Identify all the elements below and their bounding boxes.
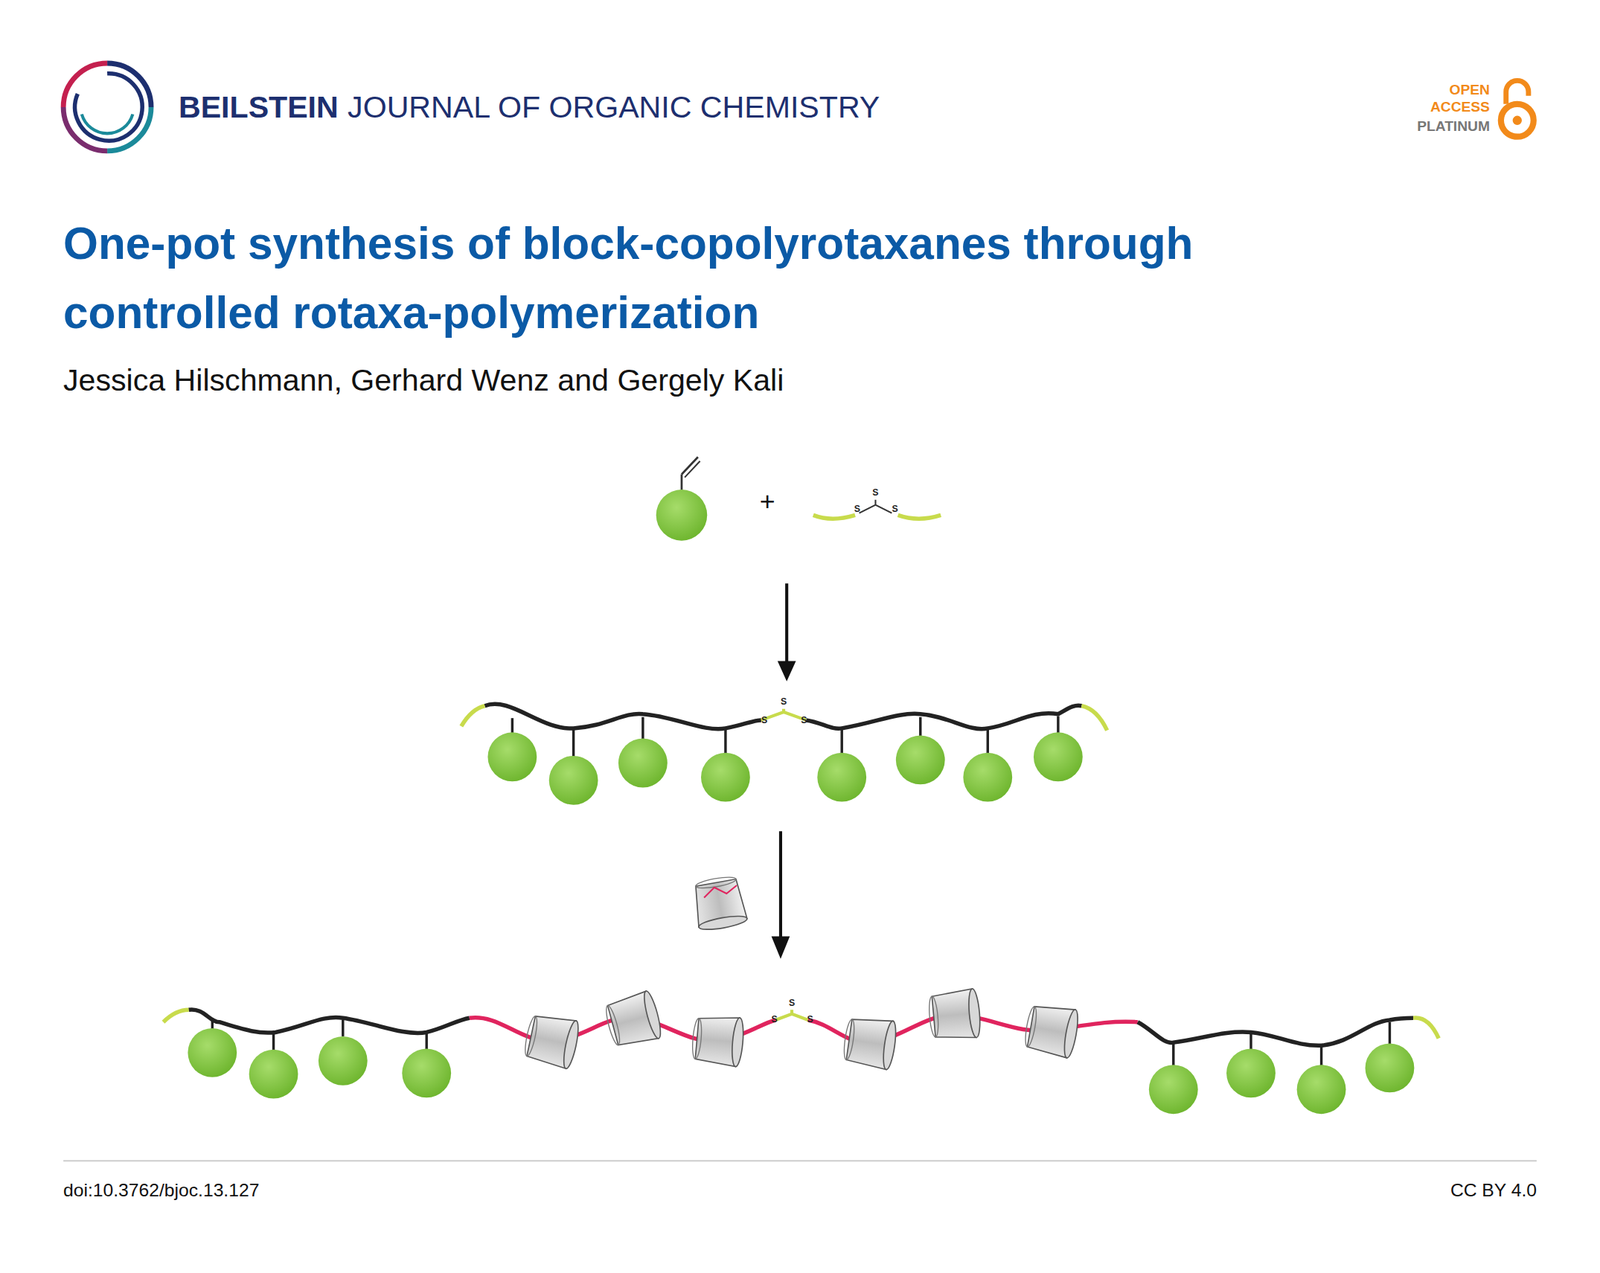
sulfur-atom: S [872, 487, 879, 498]
paper-title: One-pot synthesis of block-copolyrotaxan… [63, 209, 1380, 348]
sulfur-atom: S [891, 503, 898, 515]
sulfur-atom: S [807, 1014, 814, 1025]
open-access-badge: ACCESS [1430, 98, 1490, 116]
author-list: Jessica Hilschmann, Gerhard Wenz and Ger… [63, 363, 784, 399]
sulfur-atom: S [771, 1014, 778, 1025]
journal-name: BEILSTEIN [178, 90, 339, 126]
sulfur-atom: S [780, 696, 787, 707]
sulfur-atom: S [800, 715, 807, 726]
open-access-badge: OPEN [1449, 81, 1490, 99]
doi: doi:10.3762/bjoc.13.127 [63, 1180, 259, 1202]
sulfur-atom: S [761, 715, 768, 726]
sulfur-atom: S [854, 503, 861, 515]
license: CC BY 4.0 [1450, 1180, 1537, 1202]
open-access-badge: PLATINUM [1416, 118, 1490, 135]
journal-name: JOURNAL OF ORGANIC CHEMISTRY [347, 90, 880, 126]
plus-sign: + [759, 486, 776, 518]
sulfur-atom: S [788, 997, 795, 1009]
